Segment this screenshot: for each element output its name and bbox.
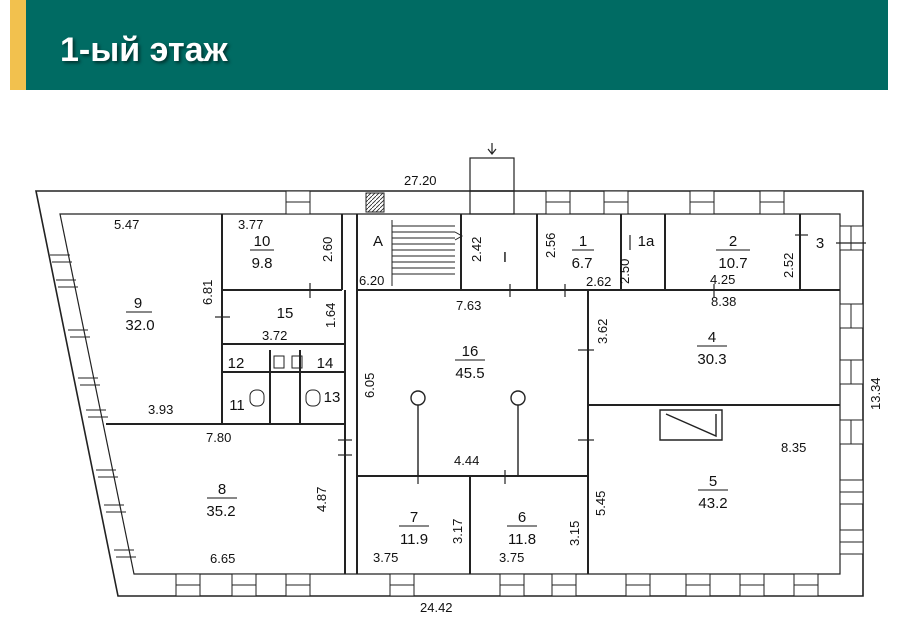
room-10-number: 10 [254, 233, 271, 250]
dim-r4-w: 8.38 [711, 294, 736, 309]
room-16-area: 45.5 [455, 365, 484, 382]
room-5-area: 43.2 [698, 495, 727, 512]
dim-r16-h: 6.05 [362, 373, 377, 398]
dim-bottom: 24.42 [420, 600, 453, 615]
dim-r8-h: 4.87 [314, 487, 329, 512]
room-14-number: 14 [317, 355, 334, 372]
room-5-number: 5 [709, 473, 717, 490]
door-marks [215, 234, 866, 484]
dim-r16-top: 7.63 [456, 298, 481, 313]
dim-top: 27.20 [404, 173, 437, 188]
room-7-number: 7 [410, 509, 418, 526]
dim-r7-h: 3.17 [450, 519, 465, 544]
windows [175, 190, 864, 597]
room-A-label: A [373, 233, 383, 250]
staircase [391, 220, 464, 286]
dim-r10-w: 3.77 [238, 217, 263, 232]
dim-r4-h: 3.62 [595, 319, 610, 344]
dim-r6-w: 3.75 [499, 550, 524, 565]
room-8-area: 35.2 [206, 503, 235, 520]
dim-r9-bottom: 3.93 [148, 402, 173, 417]
fireplace [659, 409, 723, 441]
room-4-number: 4 [708, 329, 716, 346]
dim-ra-h: 2.42 [469, 237, 484, 262]
room-6-area: 11.8 [508, 531, 536, 548]
dim-r7-w: 3.75 [373, 550, 398, 565]
room-8-number: 8 [218, 481, 226, 498]
interior-walls [106, 214, 840, 574]
room-12-number: 12 [228, 355, 245, 372]
room-3-number: 3 [816, 235, 824, 252]
room-9-number: 9 [134, 295, 142, 312]
dim-ra-w: 6.20 [359, 273, 384, 288]
left-windows [50, 254, 136, 558]
room-7-area: 11.9 [400, 531, 428, 548]
dim-r15-w: 3.72 [262, 328, 287, 343]
room-4-area: 30.3 [697, 351, 726, 368]
room-labels: 9 32.0 10 9.8 15 12 14 11 13 A I 1 6.7 1… [125, 233, 824, 548]
room-2-number: 2 [729, 233, 737, 250]
dim-r9-w: 5.47 [114, 217, 139, 232]
bathroom-fixtures [249, 355, 321, 407]
entrance-porch [469, 143, 515, 215]
room-1-number: 1 [579, 233, 587, 250]
room-13-number: 13 [324, 389, 341, 406]
room-I-label: I [503, 249, 507, 266]
dim-r8-bottom: 6.65 [210, 551, 235, 566]
header-accent-bar [10, 0, 26, 90]
dim-r1-h: 2.56 [543, 233, 558, 258]
dim-r9-h: 6.81 [200, 280, 215, 305]
header-banner [10, 0, 888, 90]
dim-r1a-h: 2.50 [617, 259, 632, 284]
dim-right: 13.34 [868, 377, 883, 410]
room-1-area: 6.7 [572, 255, 593, 272]
room-1a-number: 1a [638, 233, 655, 250]
dim-r10-h: 2.60 [320, 237, 335, 262]
room-9-area: 32.0 [125, 317, 154, 334]
dim-r8-w: 7.80 [206, 430, 231, 445]
room-11-number: 11 [229, 397, 245, 414]
page-title: 1-ый этаж [60, 31, 228, 69]
room-2-area: 10.7 [718, 255, 747, 272]
columns [410, 390, 526, 476]
room-16-number: 16 [462, 343, 479, 360]
room-15-number: 15 [277, 305, 294, 322]
dimension-labels: 27.20 24.42 13.34 5.47 6.81 3.93 3.77 2.… [114, 173, 883, 615]
dim-r5-w: 8.35 [781, 440, 806, 455]
ventilation-shaft [365, 192, 385, 213]
dim-r6-h: 3.15 [567, 521, 582, 546]
outer-walls [35, 190, 864, 597]
dim-r5-h: 5.45 [593, 491, 608, 516]
dim-r3-h: 2.52 [781, 253, 796, 278]
room-10-area: 9.8 [252, 255, 273, 272]
dim-r16-bottom: 4.44 [454, 453, 479, 468]
room-6-number: 6 [518, 509, 526, 526]
dim-r1-w: 2.62 [586, 274, 611, 289]
dim-r15-h: 1.64 [323, 303, 338, 328]
dim-r2-w: 4.25 [710, 272, 735, 287]
